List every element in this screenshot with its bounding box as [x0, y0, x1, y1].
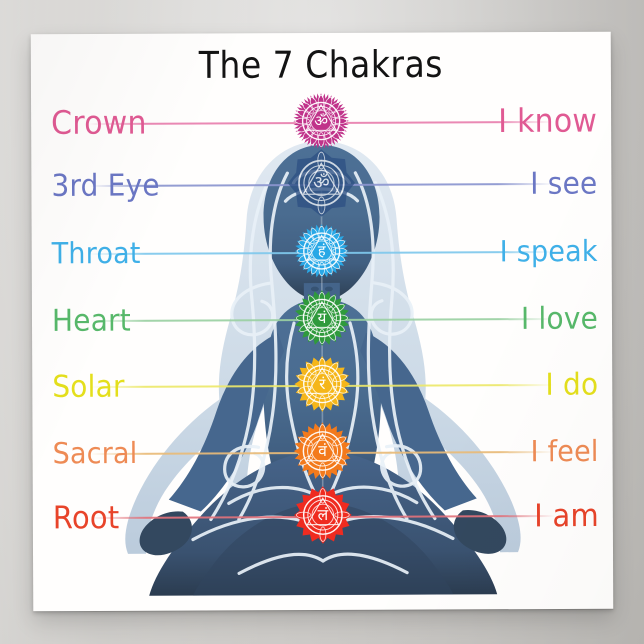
- poster-sheet: The 7 Chakras: [30, 31, 614, 612]
- chakra-label-solar: Solar: [52, 368, 125, 405]
- meditating-figure: [31, 32, 614, 612]
- chakra-affirmation-throat: I speak: [499, 235, 598, 269]
- chakra-row-heart: Heart I love: [32, 300, 612, 338]
- chakra-affirmation-root: I am: [534, 496, 599, 534]
- chakra-affirmation-third-eye: I see: [530, 165, 598, 202]
- chakra-affirmation-heart: I love: [520, 300, 599, 337]
- chakra-affirmation-crown: I know: [498, 102, 598, 141]
- figure-hand-right: [453, 510, 507, 554]
- figure-hand-left: [139, 511, 192, 556]
- chakra-row-throat: Throat I speak: [32, 235, 612, 271]
- chakra-label-crown: Crown: [51, 104, 147, 143]
- chakra-affirmation-solar: I do: [545, 366, 599, 403]
- chakra-label-heart: Heart: [51, 302, 132, 339]
- chakra-label-throat: Throat: [51, 237, 141, 271]
- chakra-label-root: Root: [52, 498, 120, 536]
- chakra-row-crown: Crown I know: [31, 102, 611, 142]
- chakra-label-sacral: Sacral: [52, 437, 138, 471]
- chakra-affirmation-sacral: I feel: [530, 435, 599, 469]
- chakra-label-third-eye: 3rd Eye: [51, 167, 160, 204]
